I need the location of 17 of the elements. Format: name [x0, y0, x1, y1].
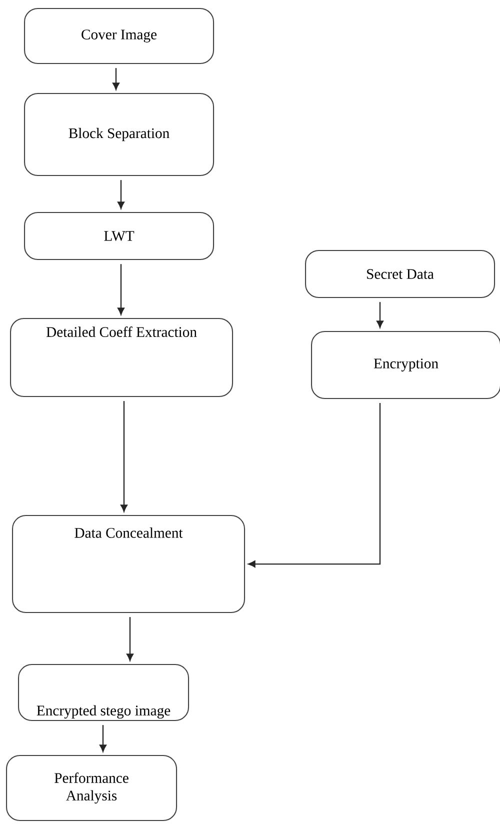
process-box: Cover Image — [24, 8, 214, 64]
arrow — [118, 180, 124, 209]
process-box: Performance Analysis — [6, 755, 178, 822]
arrow — [248, 403, 381, 568]
process-box: Detailed Coeff Extraction — [10, 318, 234, 398]
arrow — [120, 401, 128, 512]
process-box: Block Separation — [24, 93, 214, 176]
arrow — [118, 264, 124, 315]
process-box: Encrypted stego image — [18, 664, 190, 722]
process-box: LWT — [24, 212, 214, 260]
arrow — [112, 68, 120, 90]
process-box: Encryption — [311, 331, 500, 400]
process-box: Data Concealment — [12, 515, 246, 614]
arrow — [376, 302, 384, 328]
process-box: Secret Data — [305, 250, 496, 298]
arrow — [100, 725, 106, 752]
arrow — [126, 617, 134, 661]
